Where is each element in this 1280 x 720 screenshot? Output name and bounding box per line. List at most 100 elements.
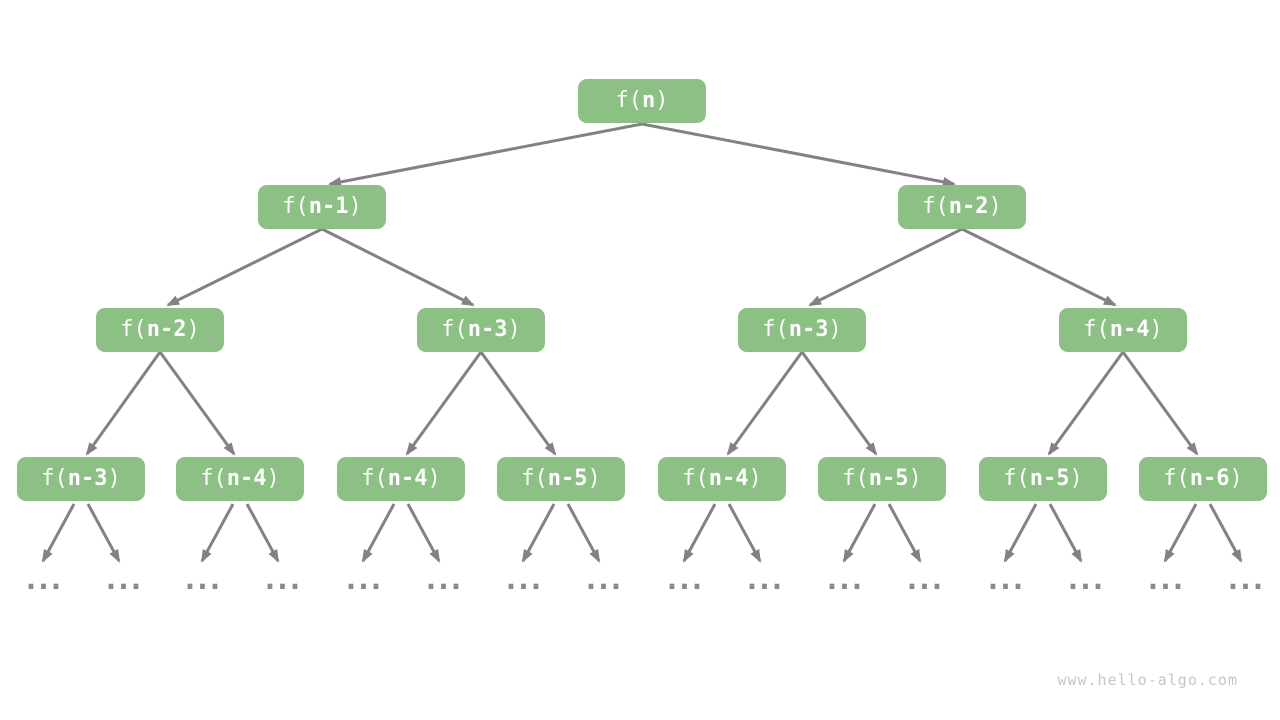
tree-node: f(n-1) xyxy=(258,185,386,229)
node-label-arg: n-3 xyxy=(788,317,829,342)
tree-node: f(n-5) xyxy=(497,457,625,501)
edge-arrow xyxy=(521,503,556,563)
edge-arrow xyxy=(200,503,235,563)
node-label-post: ) xyxy=(1149,317,1163,342)
node-label-pre: f( xyxy=(615,88,643,113)
node-label-pre: f( xyxy=(922,194,949,219)
node-label-pre: f( xyxy=(842,466,869,491)
tree-node: f(n-4) xyxy=(176,457,304,501)
ellipsis: ... xyxy=(743,562,785,596)
node-label-post: ) xyxy=(427,466,441,491)
edge-arrow xyxy=(41,503,76,563)
node-label-arg: n xyxy=(642,88,656,113)
edge-arrow xyxy=(328,122,643,187)
ellipsis: ... xyxy=(1144,562,1186,596)
node-label-arg: n-1 xyxy=(308,194,349,219)
edge-arrow xyxy=(887,503,922,563)
tree-node: f(n-3) xyxy=(17,457,145,501)
edge-arrow xyxy=(1121,351,1199,456)
node-label-pre: f( xyxy=(1163,466,1190,491)
ellipsis: ... xyxy=(1064,562,1106,596)
node-label-pre: f( xyxy=(200,466,227,491)
tree-node: f(n-2) xyxy=(898,185,1026,229)
ellipsis: ... xyxy=(422,562,464,596)
node-label-post: ) xyxy=(988,194,1002,219)
node-label-arg: n-5 xyxy=(547,466,588,491)
node-label-post: ) xyxy=(107,466,121,491)
ellipsis: ... xyxy=(663,562,705,596)
node-label-post: ) xyxy=(908,466,922,491)
node-label-post: ) xyxy=(1069,466,1083,491)
node-label-post: ) xyxy=(348,194,362,219)
edge-arrow xyxy=(158,351,236,456)
edge-arrow xyxy=(1048,503,1083,563)
ellipsis: ... xyxy=(582,562,624,596)
tree-node: f(n-4) xyxy=(658,457,786,501)
edge-arrow xyxy=(86,503,121,563)
node-label-post: ) xyxy=(1229,466,1243,491)
node-label-pre: f( xyxy=(361,466,388,491)
edge-arrow xyxy=(361,503,396,563)
edge-arrow xyxy=(405,351,483,456)
node-label-arg: n-5 xyxy=(868,466,909,491)
node-label-arg: n-4 xyxy=(387,466,428,491)
ellipsis: ... xyxy=(502,562,544,596)
node-label-pre: f( xyxy=(521,466,548,491)
ellipsis: ... xyxy=(102,562,144,596)
node-label-pre: f( xyxy=(120,317,147,342)
edge-arrow xyxy=(808,227,963,307)
node-label-post: ) xyxy=(587,466,601,491)
edge-arrow xyxy=(406,503,441,563)
node-label-arg: n-4 xyxy=(1109,317,1150,342)
node-label-arg: n-5 xyxy=(1029,466,1070,491)
ellipsis: ... xyxy=(1224,562,1266,596)
edge-arrow xyxy=(1208,503,1243,563)
edge-arrow xyxy=(166,227,323,307)
node-label-arg: n-2 xyxy=(146,317,187,342)
edge-arrow xyxy=(727,503,762,563)
edge-arrow xyxy=(321,227,475,307)
node-label-pre: f( xyxy=(682,466,709,491)
node-label-arg: n-6 xyxy=(1189,466,1230,491)
edge-arrow xyxy=(1003,503,1038,563)
edge-arrow xyxy=(479,351,557,456)
ellipsis: ... xyxy=(22,562,64,596)
ellipsis: ... xyxy=(903,562,945,596)
tree-node: f(n-2) xyxy=(96,308,224,352)
edge-arrow xyxy=(566,503,601,563)
node-label-post: ) xyxy=(507,317,521,342)
tree-node: f(n-3) xyxy=(417,308,545,352)
edge-arrow xyxy=(245,503,280,563)
node-label-pre: f( xyxy=(1083,317,1110,342)
node-label-arg: n-2 xyxy=(948,194,989,219)
tree-node: f(n-5) xyxy=(818,457,946,501)
tree-node-root: f(n) xyxy=(578,79,706,123)
node-label-pre: f( xyxy=(762,317,789,342)
edge-arrow xyxy=(842,503,877,563)
ellipsis: ... xyxy=(984,562,1026,596)
tree-node: f(n-5) xyxy=(979,457,1107,501)
edge-arrow xyxy=(1163,503,1198,563)
tree-node: f(n-4) xyxy=(337,457,465,501)
watermark: www.hello-algo.com xyxy=(1057,671,1238,689)
tree-node: f(n-3) xyxy=(738,308,866,352)
tree-node: f(n-4) xyxy=(1059,308,1187,352)
node-label-post: ) xyxy=(266,466,280,491)
node-label-arg: n-3 xyxy=(467,317,508,342)
edge-arrow xyxy=(800,351,878,456)
node-label-post: ) xyxy=(748,466,762,491)
node-label-post: ) xyxy=(828,317,842,342)
ellipsis: ... xyxy=(823,562,865,596)
edge-arrow xyxy=(1047,351,1125,456)
edge-arrow xyxy=(961,227,1117,307)
ellipsis: ... xyxy=(342,562,384,596)
node-label-post: ) xyxy=(655,88,669,113)
ellipsis: ... xyxy=(261,562,303,596)
node-label-pre: f( xyxy=(282,194,309,219)
node-label-pre: f( xyxy=(441,317,468,342)
node-label-arg: n-3 xyxy=(67,466,108,491)
tree-node: f(n-6) xyxy=(1139,457,1267,501)
node-label-arg: n-4 xyxy=(226,466,267,491)
